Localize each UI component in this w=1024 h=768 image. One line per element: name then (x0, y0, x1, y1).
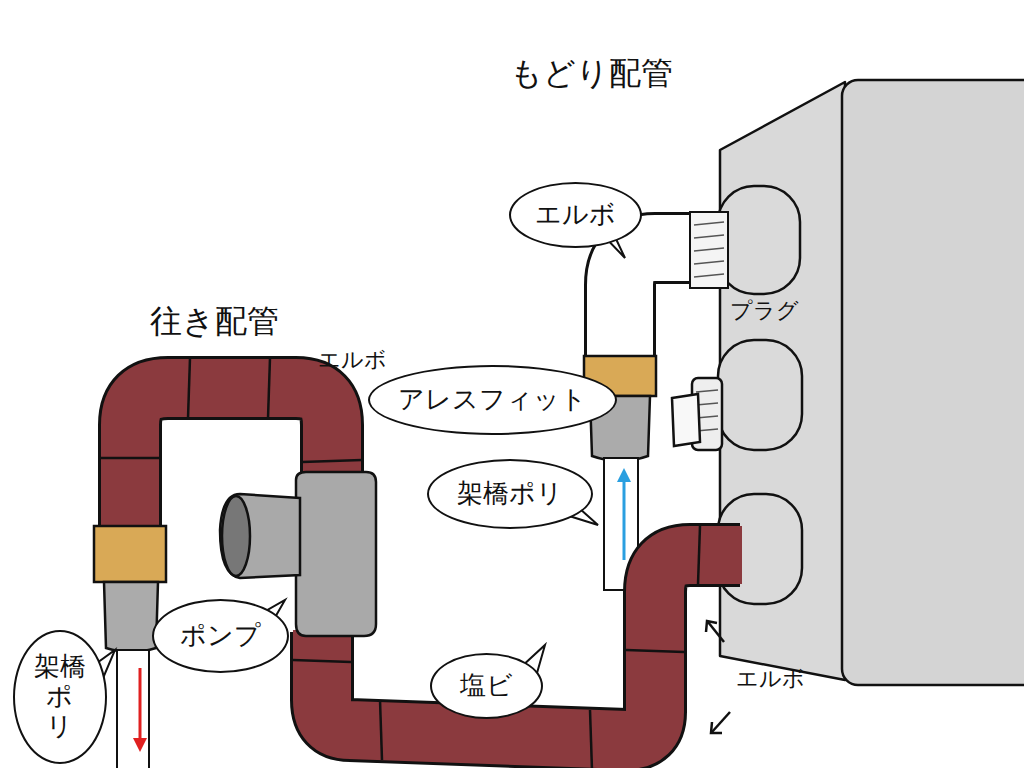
part-name: エルボ (736, 664, 805, 694)
callout-bubble: 架橋ポリ (427, 459, 593, 529)
callout-text: 架橋ポリ (33, 652, 86, 742)
part-name: エルボ (318, 345, 387, 375)
callout-text: ポンプ (180, 621, 261, 651)
callout-bubble: アレスフィット (368, 365, 617, 435)
callout-text: 架橋ポリ (457, 479, 563, 509)
part-name: プラグ (730, 296, 799, 326)
callout-bubble: エルボ (509, 182, 642, 248)
callout-text: アレスフィット (398, 385, 587, 415)
callout-bubble: 架橋ポリ (13, 630, 107, 764)
callout-bubble: 塩ビ (430, 653, 543, 719)
section-title: もどり配管 (510, 52, 673, 96)
section-title: 往き配管 (150, 300, 279, 344)
callout-text: エルボ (535, 200, 616, 230)
callout-text: 塩ビ (460, 671, 513, 701)
callout-bubble: ポンプ (152, 599, 289, 673)
